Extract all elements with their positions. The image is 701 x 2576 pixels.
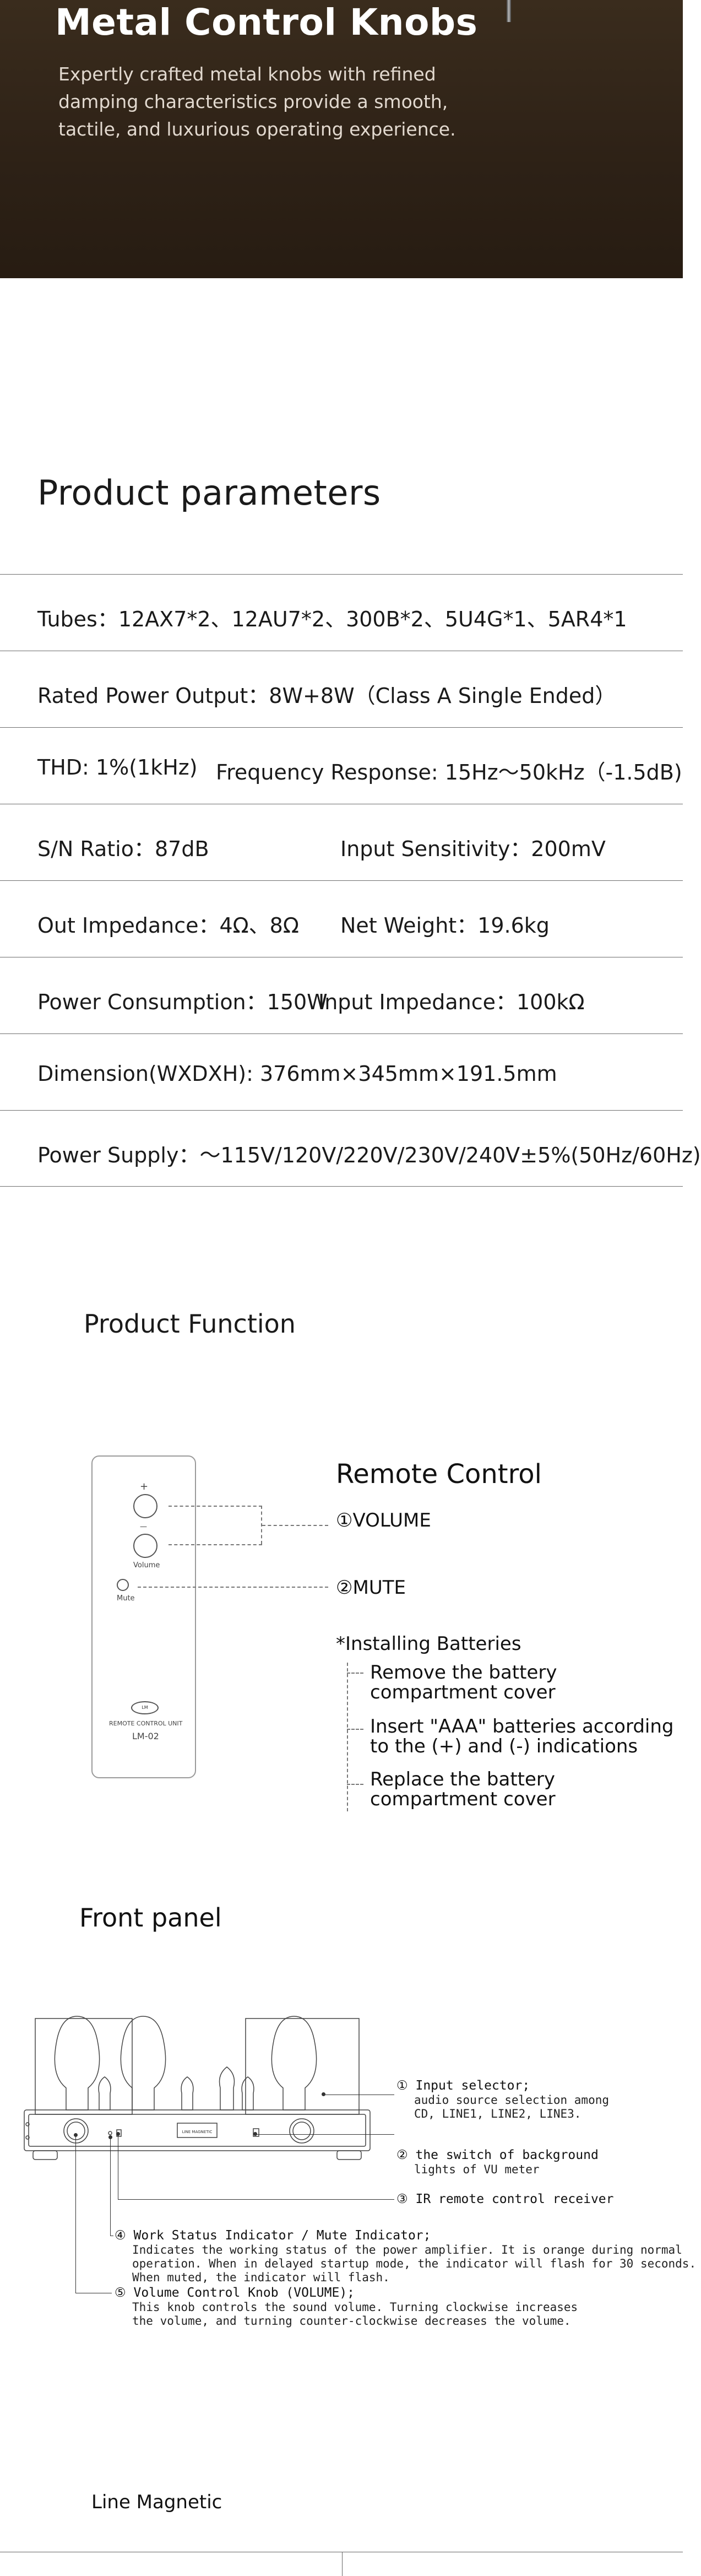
- param-row: Rated Power Output：8W+8W（Class A Single …: [0, 651, 683, 727]
- input-selector-knob-icon: [289, 2118, 314, 2144]
- param-dimension: Dimension(WXDXH): 376mm×345mm×191.5mm: [37, 1062, 557, 1086]
- volume-knob-icon: [63, 2118, 89, 2144]
- volume-label: ①VOLUME: [336, 1509, 431, 1531]
- leader-dot: [116, 2132, 120, 2136]
- param-input-impedance: Input Impedance：100kΩ: [318, 990, 585, 1014]
- leader-dot: [253, 2132, 257, 2136]
- note-volume-knob: ⑤ Volume Control Knob (VOLUME);: [115, 2286, 355, 2300]
- leader-line: [169, 1506, 262, 1507]
- small-tube-icon: [241, 2076, 254, 2110]
- amplifier-front-illustration: LINE MAGNETIC: [24, 2016, 371, 2160]
- remote-model-label: LM-02: [132, 1731, 159, 1741]
- front-panel-title: Front panel: [79, 1903, 222, 1933]
- tube-icon: [54, 2016, 100, 2110]
- param-row: Dimension(WXDXH): 376mm×345mm×191.5mm: [0, 1033, 683, 1110]
- steps-bracket: [347, 1729, 363, 1730]
- mute-small-label: Mute: [117, 1594, 135, 1603]
- volume-up-icon: [133, 1494, 157, 1518]
- remote-unit-label: REMOTE CONTROL UNIT: [109, 1720, 183, 1727]
- steps-bracket: [347, 1673, 363, 1674]
- leader-line: [262, 1525, 328, 1526]
- small-tube-icon: [181, 2076, 194, 2110]
- param-power-consumption: Power Consumption：150W: [37, 990, 328, 1014]
- note-vu-switch: ② the switch of background: [396, 2148, 599, 2162]
- mute-button-icon: [117, 1579, 129, 1591]
- function-title: Product Function: [84, 1309, 296, 1339]
- plus-label: +: [140, 1481, 149, 1492]
- minus-label: —: [140, 1523, 147, 1531]
- note-input-selector-desc: audio source selection among CD, LINE1, …: [414, 2093, 610, 2120]
- note-input-selector: ① Input selector;: [396, 2079, 530, 2093]
- leader-dot: [108, 2135, 112, 2139]
- leader-line: [261, 1506, 262, 1544]
- param-row: Out Impedance：4Ω、8Ω Net Weight：19.6kg: [0, 880, 683, 957]
- leader-line: [75, 2135, 76, 2293]
- param-sn-ratio: S/N Ratio：87dB: [37, 837, 209, 861]
- param-net-weight: Net Weight：19.6kg: [340, 913, 550, 938]
- leader-dot: [322, 2092, 325, 2096]
- leader-line: [169, 1544, 262, 1545]
- param-power-output: Rated Power Output：8W+8W（Class A Single …: [37, 684, 616, 708]
- param-thd: THD: 1%(1kHz): [37, 755, 198, 780]
- volume-down-icon: [133, 1534, 157, 1558]
- param-out-impedance: Out Impedance：4Ω、8Ω: [37, 913, 299, 938]
- tube-icon: [120, 2016, 166, 2110]
- status-indicator-icon: [108, 2131, 112, 2135]
- note-volume-knob-desc: This knob controls the sound volume. Tur…: [132, 2301, 578, 2328]
- amp-brand-text: LINE MAGNETIC: [182, 2130, 213, 2134]
- note-status-indicator-desc: Indicates the working status of the powe…: [132, 2243, 697, 2284]
- steps-bracket: [347, 1663, 348, 1811]
- battery-step-1: Remove the battery compartment cover: [370, 1662, 557, 1703]
- transformer-cover-right: [245, 2018, 360, 2115]
- mute-label: ②MUTE: [336, 1577, 406, 1599]
- tube-icon: [271, 2016, 317, 2110]
- param-row: S/N Ratio：87dB Input Sensitivity：200mV: [0, 804, 683, 880]
- note-status-indicator: ④ Work Status Indicator / Mute Indicator…: [115, 2228, 431, 2243]
- param-input-sensitivity: Input Sensitivity：200mV: [340, 837, 606, 861]
- parameters-title: Product parameters: [37, 473, 381, 513]
- batteries-title: *Installing Batteries: [336, 1633, 521, 1655]
- param-row: Tubes：12AX7*2、12AU7*2、300B*2、5U4G*1、5AR4…: [0, 574, 683, 651]
- leader-dot: [74, 2133, 78, 2137]
- note-ir-receiver: ③ IR remote control receiver: [396, 2192, 614, 2206]
- leader-line: [256, 2134, 394, 2135]
- param-row: THD: 1%(1kHz) Frequency Response: 15Hz～5…: [0, 727, 683, 804]
- param-row: Power Supply：～115V/120V/220V/230V/240V±5…: [0, 1110, 701, 1187]
- hero-description: Expertly crafted metal knobs with refine…: [58, 63, 456, 140]
- remote-control-title: Remote Control: [336, 1459, 542, 1490]
- param-tubes: Tubes：12AX7*2、12AU7*2、300B*2、5U4G*1、5AR4…: [37, 607, 627, 631]
- volume-small-label: Volume: [133, 1561, 160, 1570]
- footer-brand: Line Magnetic: [91, 2491, 222, 2513]
- remote-control-illustration: + — Volume Mute LM REMOTE CONTROL UNIT L…: [91, 1455, 196, 1778]
- battery-step-2: Insert "AAA" batteries according to the …: [370, 1715, 674, 1757]
- small-tube-icon: [219, 2066, 235, 2110]
- hero-title: Metal Control Knobs: [55, 1, 478, 44]
- steps-bracket: [347, 1784, 363, 1785]
- hero-banner: Metal Control Knobs Expertly crafted met…: [0, 0, 683, 278]
- param-row: Power Consumption：150W Input Impedance：1…: [0, 957, 683, 1033]
- transformer-cover-left: [35, 2018, 133, 2115]
- battery-step-3: Replace the battery compartment cover: [370, 1768, 556, 1810]
- small-tube-icon: [98, 2076, 111, 2110]
- param-power-supply: Power Supply：～115V/120V/220V/230V/240V±5…: [37, 1143, 701, 1167]
- leader-line: [110, 2137, 111, 2236]
- leader-line: [138, 1587, 328, 1588]
- leader-line: [118, 2199, 394, 2200]
- note-vu-switch-desc: lights of VU meter: [414, 2163, 540, 2176]
- footer-column-divider: [342, 2552, 343, 2576]
- brand-logo-icon: LM: [131, 1701, 159, 1714]
- param-frequency-response: Frequency Response: 15Hz～50kHz（-1.5dB): [216, 760, 682, 784]
- chassis-front: [24, 2109, 371, 2151]
- knob-shaft-decoration: [507, 0, 511, 22]
